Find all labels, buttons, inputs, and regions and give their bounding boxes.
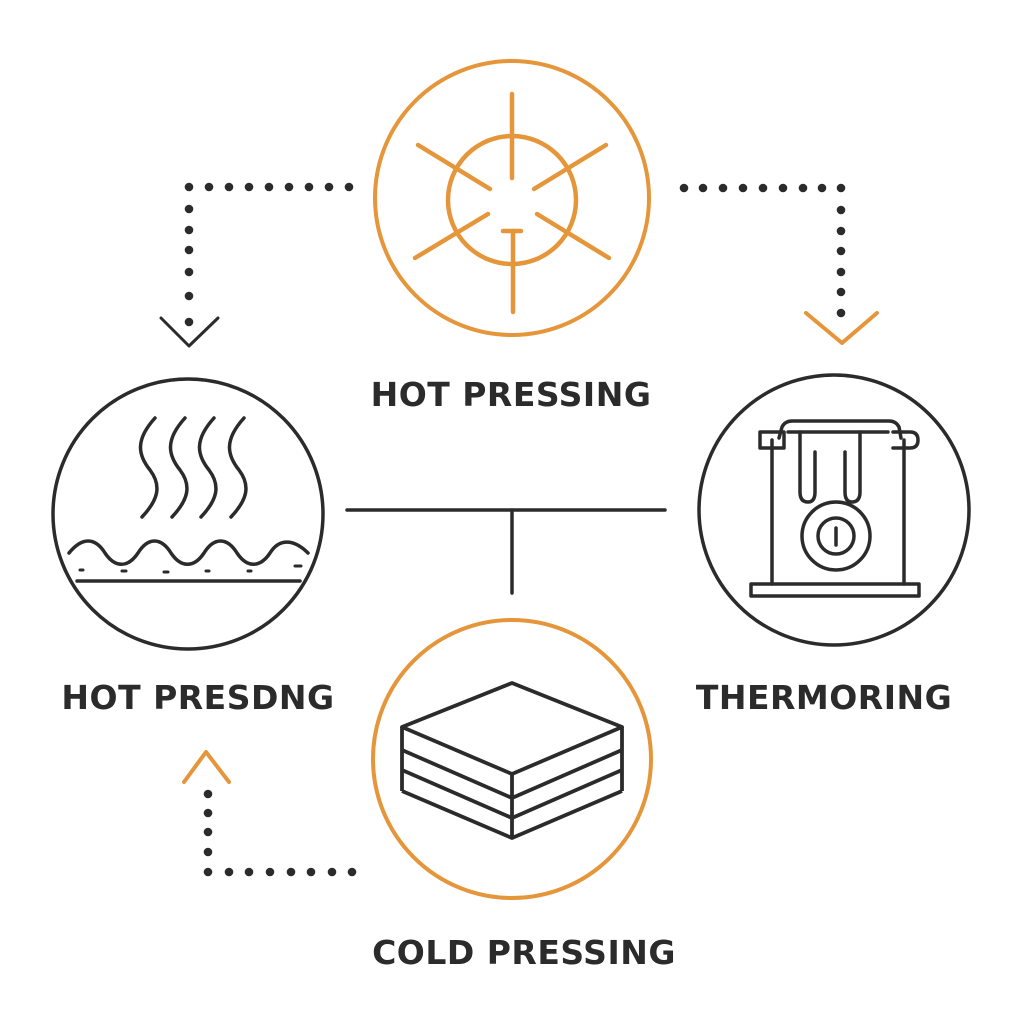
node-hot-pressing-top (373, 59, 651, 337)
label-cold-pressing-bottom: COLD PRESSING (372, 933, 676, 972)
sun-burst-icon (412, 91, 612, 315)
chevron-down-icon (804, 311, 879, 345)
surface-dots (78, 564, 303, 574)
connector-bottom-to-left (203, 789, 357, 877)
press-machine-icon (749, 419, 921, 598)
connector-top-to-right (679, 183, 846, 318)
label-thermoring-right: THERMORING (695, 678, 953, 717)
chevron-down-icon (159, 316, 220, 348)
node-ring (697, 373, 971, 647)
connector-top-to-left (184, 182, 354, 327)
node-ring (373, 59, 651, 337)
label-hot-pressing-top: HOT PRESSING (370, 375, 652, 414)
t-junction-connector (345, 508, 667, 595)
node-hot-presdng-left (51, 377, 325, 651)
label-hot-presdng-left: HOT PRESDNG (61, 678, 335, 717)
node-cold-pressing-bottom (371, 618, 653, 900)
chevron-up-icon (182, 750, 231, 784)
node-thermoring-right (697, 373, 971, 647)
steam-waves-icon (67, 416, 310, 583)
node-ring (371, 618, 653, 900)
node-ring (51, 377, 325, 651)
layered-stack-icon (400, 681, 624, 840)
